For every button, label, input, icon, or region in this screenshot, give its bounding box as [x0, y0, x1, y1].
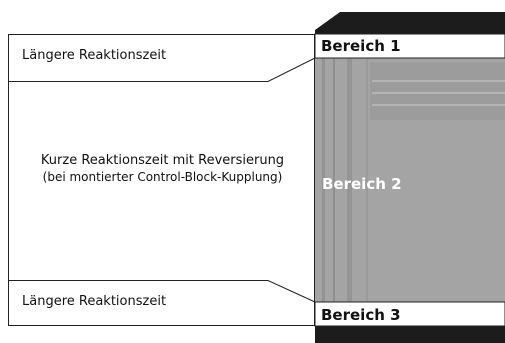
- middle-zone-label: Kurze Reaktionszeit mit Reversierung (be…: [20, 152, 305, 186]
- field-stripe: [322, 58, 325, 302]
- bottom-divider: [8, 280, 316, 303]
- field-stripe: [372, 92, 505, 94]
- middle-zone-label-line1: Kurze Reaktionszeit mit Reversierung: [40, 153, 285, 168]
- zone-1-title: Bereich 1: [321, 37, 401, 55]
- bottom-zone-label: Längere Reaktionszeit: [22, 294, 167, 309]
- top-zone-label: Längere Reaktionszeit: [22, 48, 167, 63]
- field-stripe: [366, 58, 368, 302]
- field-stripe: [372, 80, 505, 82]
- field-stripe: [372, 104, 505, 106]
- zone-3-title: Bereich 3: [321, 306, 401, 324]
- zone-2-title: Bereich 2: [322, 175, 402, 193]
- field-stripe: [347, 58, 352, 302]
- field-texture: [370, 62, 505, 120]
- zone-3-band: [314, 301, 505, 327]
- top-divider: [8, 57, 316, 82]
- middle-zone-label-line2: (bei montierter Control-Block-Kupplung): [42, 170, 283, 184]
- label-table: [8, 34, 315, 326]
- zone-1-band: [314, 33, 505, 59]
- field-stripe: [333, 58, 335, 302]
